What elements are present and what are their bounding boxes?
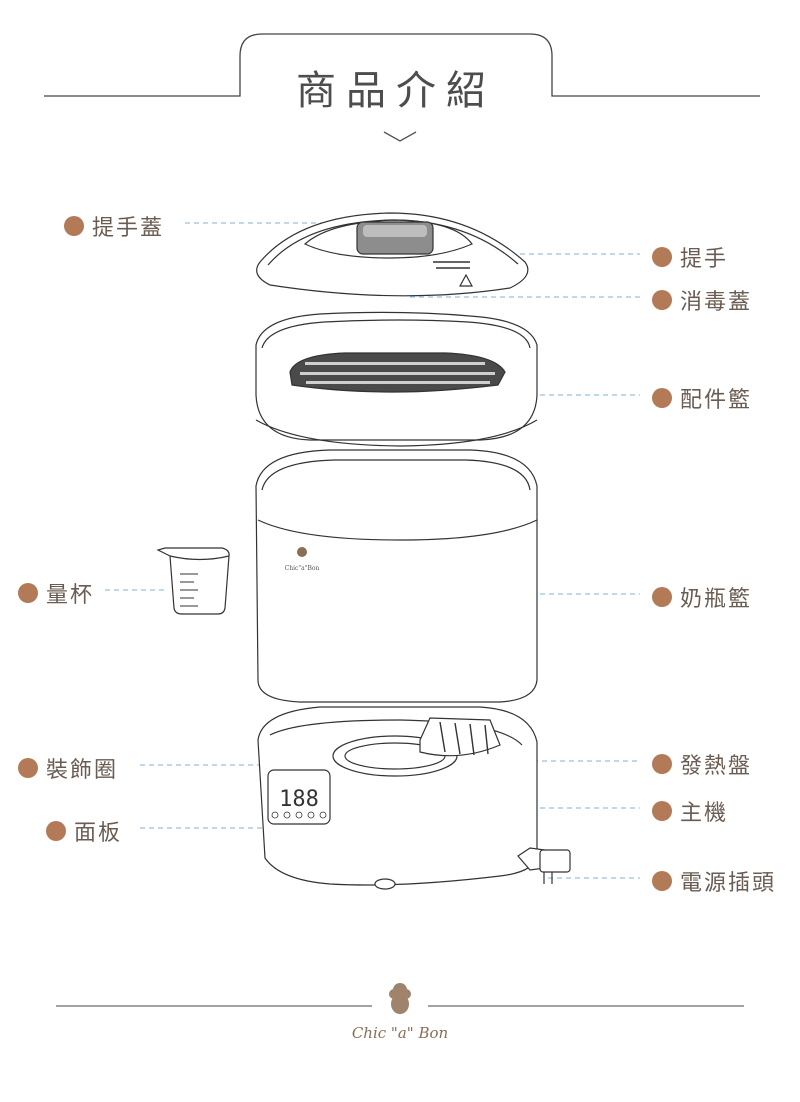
label-text: 提手蓋 [92,216,165,241]
label-sterilizer-lid: 消毒蓋 [652,284,752,316]
label-power-plug: 電源插頭 [652,865,776,897]
label-bottle-basket: 奶瓶籃 [652,581,752,613]
accessory-basket [255,311,538,447]
label-text: 面板 [74,821,123,846]
label-heating-plate: 發熱盤 [652,748,752,780]
label-dot-icon [18,758,38,778]
label-decor-ring: 裝飾圈 [18,752,118,784]
label-dot-icon [652,587,672,607]
label-text: 配件籃 [680,388,753,413]
label-dot-icon [652,754,672,774]
label-dot-icon [652,871,672,891]
label-dot-icon [652,290,672,310]
label-lid-handle-cover: 提手蓋 [64,210,164,242]
label-dot-icon [18,583,38,603]
label-text: 消毒蓋 [680,290,753,315]
title-frame [44,33,760,97]
display-reading: 188 [279,787,319,812]
bottle-basket: Chic"a"Bon [255,449,538,703]
label-dot-icon [652,801,672,821]
label-dot-icon [46,821,66,841]
label-text: 主機 [680,801,729,826]
sterilizer-lid [256,212,529,297]
control-panel [267,769,331,825]
power-plug [517,847,571,884]
main-unit: 188 [257,706,538,890]
bear-logo-icon [297,547,307,557]
basket-brand-mark: Chic"a"Bon [285,565,320,572]
warning-triangle-icon [458,273,474,287]
footer-brand: Chic "a" Bon [351,1024,449,1042]
bear-logo-icon [389,983,411,1014]
label-text: 發熱盤 [680,754,753,779]
label-accessory-basket: 配件籃 [652,382,752,414]
label-text: 電源插頭 [680,871,777,896]
label-dot-icon [64,216,84,236]
label-handle: 提手 [652,241,728,273]
label-main-unit: 主機 [652,795,728,827]
label-panel: 面板 [46,815,122,847]
label-text: 裝飾圈 [46,758,119,783]
label-dot-icon [652,388,672,408]
chevron-down-icon [383,131,417,142]
page-title: 商品介紹 [296,68,496,114]
measuring-cup [156,547,230,615]
label-text: 量杯 [46,583,95,608]
label-text: 提手 [680,247,729,272]
label-text: 奶瓶籃 [680,587,753,612]
label-measuring-cup: 量杯 [18,577,94,609]
label-dot-icon [652,247,672,267]
